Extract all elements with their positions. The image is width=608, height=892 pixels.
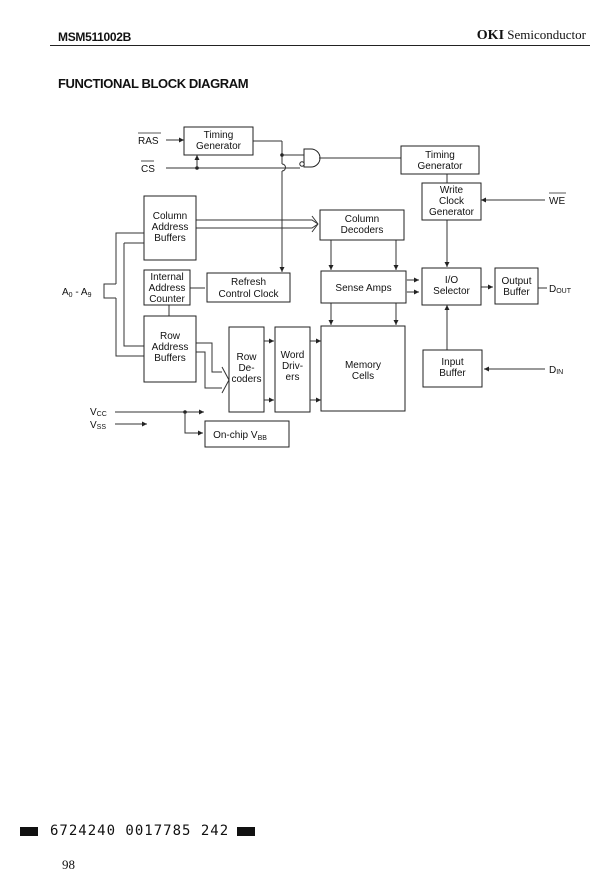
svg-text:Output: Output xyxy=(501,276,531,287)
block-sense-amps: Sense Amps xyxy=(320,270,407,304)
svg-text:Buffers: Buffers xyxy=(154,233,186,244)
svg-text:Memory: Memory xyxy=(345,360,381,371)
svg-text:Buffers: Buffers xyxy=(154,353,186,364)
signal-dout: DOUT xyxy=(549,284,572,295)
svg-text:De-: De- xyxy=(238,363,254,374)
svg-text:Selector: Selector xyxy=(433,286,470,297)
svg-text:Generator: Generator xyxy=(429,207,475,218)
wire-addr-row-inner xyxy=(123,243,144,347)
svg-text:coders: coders xyxy=(231,374,261,385)
svg-text:ers: ers xyxy=(286,372,300,383)
svg-text:Counter: Counter xyxy=(149,294,185,305)
block-io-selector: I/O Selector xyxy=(421,267,482,306)
block-internal-address-counter: Internal Address Counter xyxy=(143,269,191,306)
wire-colbus-bot xyxy=(196,223,319,229)
svg-text:I/O: I/O xyxy=(445,275,459,286)
svg-text:Internal: Internal xyxy=(150,272,183,283)
signal-din: DIN xyxy=(549,365,563,376)
wire-addr-bracket xyxy=(103,283,116,299)
brand-suffix: Semiconductor xyxy=(507,27,586,42)
and-gate-icon xyxy=(303,148,321,168)
wire-rowbus-bot xyxy=(196,351,222,389)
barcode-mark-right xyxy=(237,826,256,836)
signal-cs: CS xyxy=(141,164,155,175)
header-rule xyxy=(50,45,590,46)
svg-text:Decoders: Decoders xyxy=(341,225,384,236)
svg-text:Generator: Generator xyxy=(417,161,463,172)
svg-text:Cells: Cells xyxy=(352,371,374,382)
svg-text:Driv-: Driv- xyxy=(282,361,303,372)
svg-text:Address: Address xyxy=(149,283,186,294)
svg-text:Buffer: Buffer xyxy=(503,287,530,298)
block-memory-cells: Memory Cells xyxy=(320,325,406,412)
barcode-footer: 6724240 0017785 242 xyxy=(20,823,256,839)
wires xyxy=(103,137,547,436)
svg-text:Column: Column xyxy=(345,214,379,225)
svg-text:Input: Input xyxy=(441,357,463,368)
block-row-address-buffers: Row Address Buffers xyxy=(143,315,197,383)
block-onchip-vbb: On-chip VBB xyxy=(204,420,290,448)
signal-vss: VSS xyxy=(90,420,106,431)
block-output-buffer: Output Buffer xyxy=(494,267,539,305)
signal-labels: RAS CS WE A0 - A9 DOUT DIN VCC VSS xyxy=(62,132,572,431)
svg-text:Row: Row xyxy=(236,352,257,363)
svg-text:Write: Write xyxy=(440,185,464,196)
block-timing-generator-1: Timing Generator xyxy=(183,126,254,156)
wire-vcc-vbb xyxy=(184,412,203,436)
svg-text:Row: Row xyxy=(160,331,181,342)
barcode-text: 6724240 0017785 242 xyxy=(50,823,230,839)
wire-addr-col-outer xyxy=(115,232,144,284)
part-number: MSM511002B xyxy=(58,30,132,44)
page-number: 98 xyxy=(62,857,75,872)
barcode-mark-left xyxy=(20,826,38,836)
svg-text:Address: Address xyxy=(152,222,189,233)
signal-we: WE xyxy=(549,196,565,207)
wire-addr-row-outer xyxy=(115,298,144,357)
section-title: FUNCTIONAL BLOCK DIAGRAM xyxy=(58,76,249,91)
svg-text:Column: Column xyxy=(153,211,187,222)
block-input-buffer: Input Buffer xyxy=(422,349,483,388)
svg-text:Timing: Timing xyxy=(204,130,234,141)
signal-ras: RAS xyxy=(138,136,159,147)
svg-text:Clock: Clock xyxy=(439,196,465,207)
block-column-address-buffers: Column Address Buffers xyxy=(143,195,197,261)
svg-text:Address: Address xyxy=(152,342,189,353)
svg-text:Generator: Generator xyxy=(196,141,242,152)
svg-text:Word: Word xyxy=(281,350,305,361)
block-column-decoders: Column Decoders xyxy=(319,209,405,241)
wire-colbus-top xyxy=(196,219,319,225)
svg-text:Buffer: Buffer xyxy=(439,368,466,379)
wire-rowbus-top xyxy=(196,342,222,373)
signal-address: A0 - A9 xyxy=(62,287,92,299)
brand-logo: OKI xyxy=(476,28,505,43)
wire-crossover xyxy=(281,163,286,172)
block-write-clock-generator: Write Clock Generator xyxy=(421,182,482,221)
brand-header: OKI Semiconductor xyxy=(477,27,586,44)
svg-text:On-chip VBB: On-chip VBB xyxy=(213,430,267,442)
svg-text:Sense Amps: Sense Amps xyxy=(335,283,391,294)
svg-text:Control Clock: Control Clock xyxy=(218,289,279,300)
block-row-decoders: Row De- coders xyxy=(228,326,265,413)
block-timing-generator-2: Timing Generator xyxy=(400,145,480,175)
svg-text:Refresh: Refresh xyxy=(231,277,266,288)
block-refresh-control-clock: Refresh Control Clock xyxy=(206,272,291,303)
signal-vcc: VCC xyxy=(90,407,107,418)
svg-text:Timing: Timing xyxy=(425,150,455,161)
block-word-drivers: Word Driv- ers xyxy=(274,326,311,413)
